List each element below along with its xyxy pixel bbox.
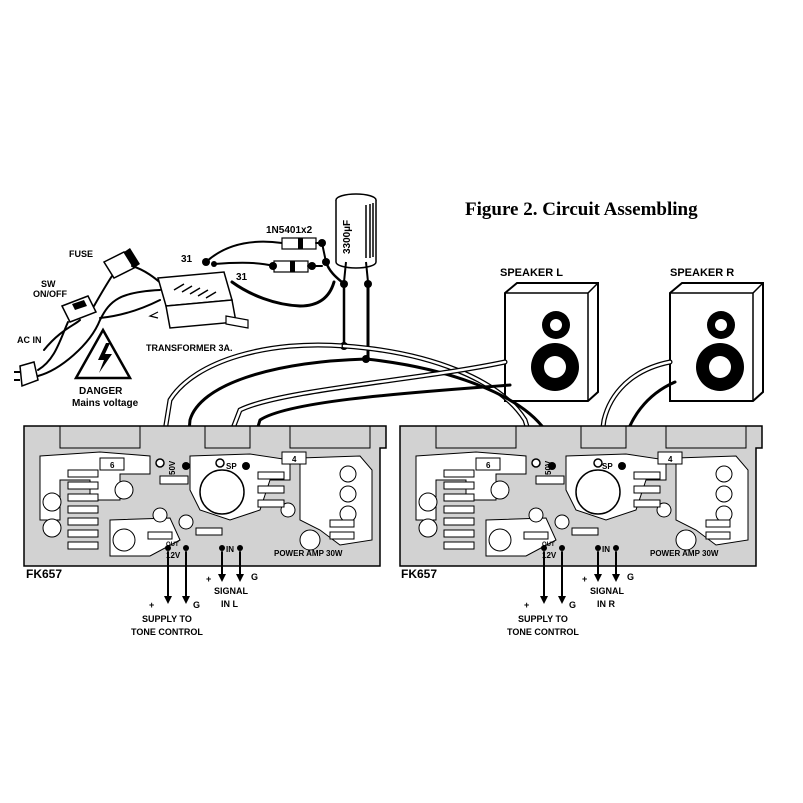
board-left-pin-50v: 50V bbox=[168, 460, 177, 475]
fuse-icon bbox=[102, 248, 140, 279]
board-right-pin-in: IN bbox=[602, 545, 610, 554]
board-right-signal-g: G bbox=[627, 572, 634, 582]
board-right-chip-b: 4 bbox=[668, 455, 673, 464]
board-right-chip-a: 6 bbox=[486, 461, 491, 470]
board-left-title: POWER AMP 30W bbox=[274, 549, 343, 558]
board-left-supply-g: G bbox=[193, 600, 200, 610]
speaker-left-label: SPEAKER L bbox=[500, 267, 563, 279]
board-left-chip-a: 6 bbox=[110, 461, 115, 470]
switch-label-onoff: ON/OFF bbox=[33, 289, 67, 299]
board-right-supply-line1: SUPPLY TO bbox=[518, 614, 568, 624]
board-right-signal-line2: IN R bbox=[597, 599, 616, 609]
switch-label-sw: SW bbox=[41, 279, 56, 289]
switch-icon bbox=[60, 295, 98, 323]
board-left-pin-12v: 12V bbox=[166, 551, 181, 560]
board-left-pin-out: OUT bbox=[166, 542, 179, 548]
board-right-pin-out: OUT bbox=[542, 542, 555, 548]
ac-plug-icon bbox=[14, 361, 39, 388]
board-left-chip-b: 4 bbox=[292, 455, 297, 464]
board-right-pin-sp: SP bbox=[602, 462, 613, 471]
transformer-icon bbox=[148, 258, 249, 329]
diode-label: 1N5401x2 bbox=[266, 225, 313, 236]
board-right-pin-50v: 50V bbox=[544, 460, 553, 475]
board-left-model: FK657 bbox=[26, 567, 62, 581]
speaker-right-label: SPEAKER R bbox=[670, 267, 734, 279]
fuse-label: FUSE bbox=[69, 249, 93, 259]
ac-in-label: AC IN bbox=[17, 335, 42, 345]
board-right-supply-g: G bbox=[569, 600, 576, 610]
danger-sublabel: Mains voltage bbox=[72, 398, 139, 409]
board-left-signal-line1: SIGNAL bbox=[214, 586, 249, 596]
transformer-label: TRANSFORMER 3A. bbox=[146, 343, 233, 353]
transformer-tap-right-label: 31 bbox=[236, 272, 248, 283]
capacitor-label: 3300µF bbox=[342, 220, 353, 254]
board-left-supply-plus: + bbox=[149, 600, 154, 610]
danger-label: DANGER bbox=[79, 386, 123, 397]
board-left-signal-g: G bbox=[251, 572, 258, 582]
board-left-supply-line1: SUPPLY TO bbox=[142, 614, 192, 624]
board-right-signal-line1: SIGNAL bbox=[590, 586, 625, 596]
board-left-supply-line2: TONE CONTROL bbox=[131, 627, 203, 637]
board-right-supply-line2: TONE CONTROL bbox=[507, 627, 579, 637]
amp-board-right bbox=[399, 425, 763, 567]
board-left-signal-plus: + bbox=[206, 574, 211, 584]
danger-warning-icon bbox=[73, 327, 133, 380]
board-right-model: FK657 bbox=[401, 567, 437, 581]
amp-board-left bbox=[23, 425, 387, 567]
speaker-right: SPEAKER R bbox=[669, 267, 764, 402]
figure-title: Figure 2. Circuit Assembling bbox=[465, 199, 698, 220]
board-left-pin-sp: SP bbox=[226, 462, 237, 471]
board-left-pin-in: IN bbox=[226, 545, 234, 554]
board-left-signal-line2: IN L bbox=[221, 599, 239, 609]
transformer-tap-left-label: 31 bbox=[181, 254, 193, 265]
speaker-left: SPEAKER L bbox=[500, 267, 599, 402]
board-right-signal-plus: + bbox=[582, 574, 587, 584]
board-right-pin-12v: 12V bbox=[542, 551, 557, 560]
board-right-supply-plus: + bbox=[524, 600, 529, 610]
capacitor-icon bbox=[335, 193, 377, 288]
board-right-title: POWER AMP 30W bbox=[650, 549, 719, 558]
